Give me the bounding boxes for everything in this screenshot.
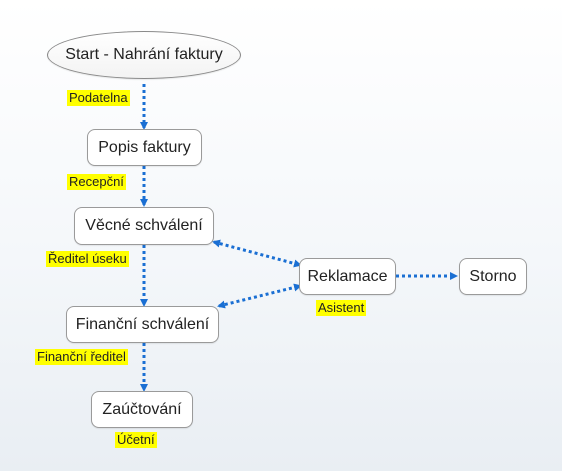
role-label-ucetni: Účetní [115, 432, 157, 448]
node-popis-label: Popis faktury [98, 138, 191, 156]
edge-vecne-reklamace [212, 239, 302, 268]
role-label-financni-reditel: Finanční ředitel [35, 349, 128, 365]
node-financni-schvaleni: Finanční schválení [66, 306, 219, 343]
node-start-label: Start - Nahrání faktury [65, 46, 223, 63]
edge-financni-reklamace [217, 283, 302, 309]
node-vecne-schvaleni: Věcné schválení [74, 207, 214, 245]
node-start-nahrani-faktury: Start - Nahrání faktury [47, 31, 241, 79]
node-reklamace: Reklamace [299, 258, 396, 295]
role-label-podatelna: Podatelna [67, 90, 130, 106]
node-reklamace-label: Reklamace [307, 267, 388, 285]
node-vecne-label: Věcné schválení [85, 217, 203, 234]
node-popis-faktury: Popis faktury [87, 129, 202, 166]
node-financni-label: Finanční schválení [75, 315, 210, 333]
node-zauctovani: Zaúčtování [91, 391, 193, 428]
role-label-asistent: Asistent [316, 300, 367, 316]
role-label-recepcni: Recepční [67, 174, 126, 190]
node-storno: Storno [459, 258, 527, 295]
node-zauctovani-label: Zaúčtování [102, 400, 182, 418]
node-storno-label: Storno [469, 267, 517, 285]
role-label-reditel-useku: Ředitel úseku [46, 251, 129, 267]
